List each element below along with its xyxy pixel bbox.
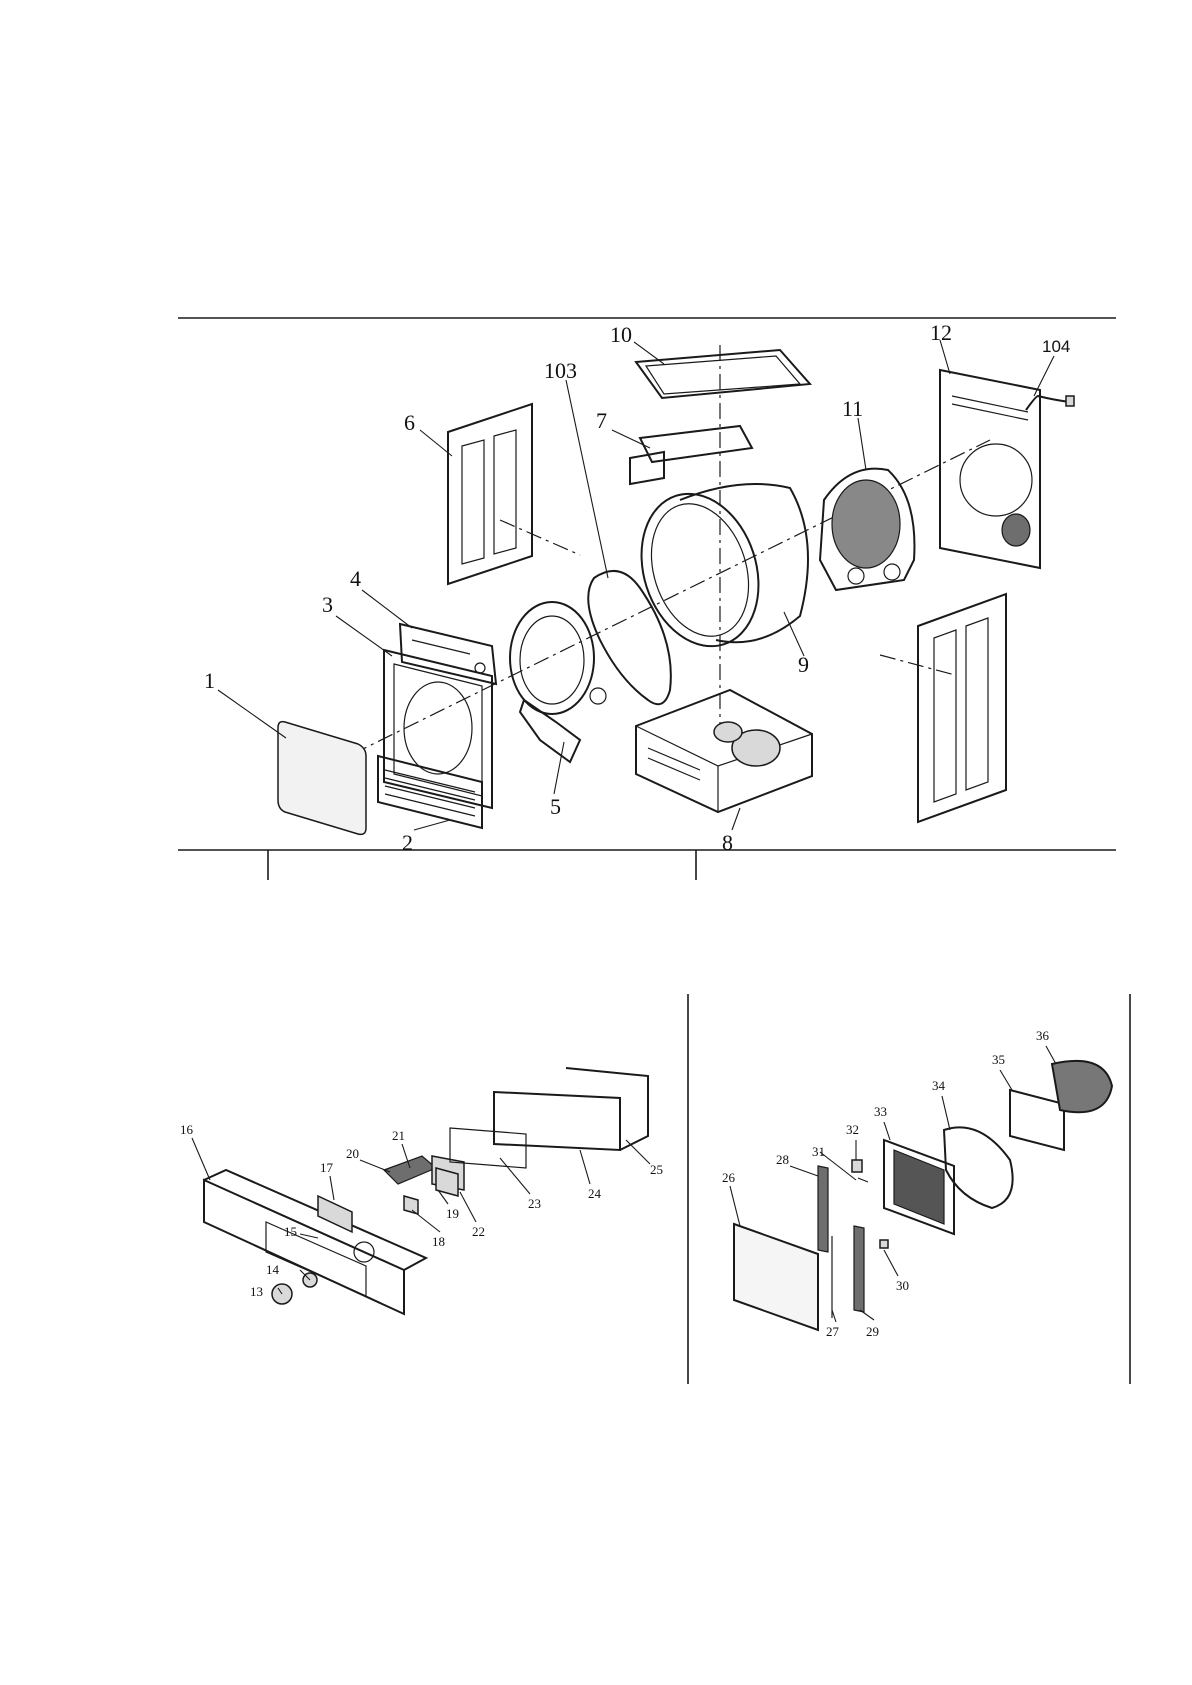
label-13: 13 — [250, 1284, 263, 1299]
label-25: 25 — [650, 1162, 663, 1177]
part-5-front-bulkhead — [510, 602, 606, 762]
label-2: 2 — [402, 830, 413, 855]
part-104-power-cord — [1026, 396, 1074, 410]
part-10-top-cover — [636, 350, 810, 398]
label-4: 4 — [350, 566, 361, 591]
part-7-top-bracket — [630, 426, 752, 484]
right-side-panel — [918, 594, 1006, 822]
label-35: 35 — [992, 1052, 1005, 1067]
part-12-rear-panel — [940, 370, 1040, 568]
part-9-drum — [623, 479, 808, 662]
label-21: 21 — [392, 1128, 405, 1143]
label-24: 24 — [588, 1186, 602, 1201]
label-10: 10 — [610, 322, 632, 347]
label-27: 27 — [826, 1324, 840, 1339]
part-1-door-panel — [278, 722, 366, 835]
control-panel-assembly — [204, 1068, 648, 1314]
label-6: 6 — [404, 410, 415, 435]
label-19: 19 — [446, 1206, 459, 1221]
label-103: 103 — [544, 358, 577, 383]
label-1: 1 — [204, 668, 215, 693]
label-3: 3 — [322, 592, 333, 617]
label-31: 31 — [812, 1144, 825, 1159]
label-23: 23 — [528, 1196, 541, 1211]
label-11: 11 — [842, 396, 863, 421]
part-3-front-frame — [384, 650, 492, 808]
label-34: 34 — [932, 1078, 946, 1093]
label-28: 28 — [776, 1152, 789, 1167]
label-30: 30 — [896, 1278, 909, 1293]
label-7: 7 — [596, 408, 607, 433]
label-18: 18 — [432, 1234, 445, 1249]
door-assembly — [734, 1061, 1112, 1330]
part-4-control-panel — [400, 624, 496, 684]
label-29: 29 — [866, 1324, 879, 1339]
label-5: 5 — [550, 794, 561, 819]
label-26: 26 — [722, 1170, 736, 1185]
label-16: 16 — [180, 1122, 194, 1137]
label-14: 14 — [266, 1262, 280, 1277]
label-33: 33 — [874, 1104, 887, 1119]
label-17: 17 — [320, 1160, 334, 1175]
label-9: 9 — [798, 652, 809, 677]
label-12: 12 — [930, 320, 952, 345]
part-11-rear-bulkhead — [820, 469, 914, 590]
label-15: 15 — [284, 1224, 297, 1239]
part-8-base-motor-assembly — [636, 690, 812, 812]
label-36: 36 — [1036, 1028, 1050, 1043]
label-20: 20 — [346, 1146, 359, 1161]
label-8: 8 — [722, 830, 733, 855]
part-6-left-side-panel — [448, 404, 532, 584]
label-104: 104 — [1042, 337, 1070, 356]
label-22: 22 — [472, 1224, 485, 1239]
label-32: 32 — [846, 1122, 859, 1137]
